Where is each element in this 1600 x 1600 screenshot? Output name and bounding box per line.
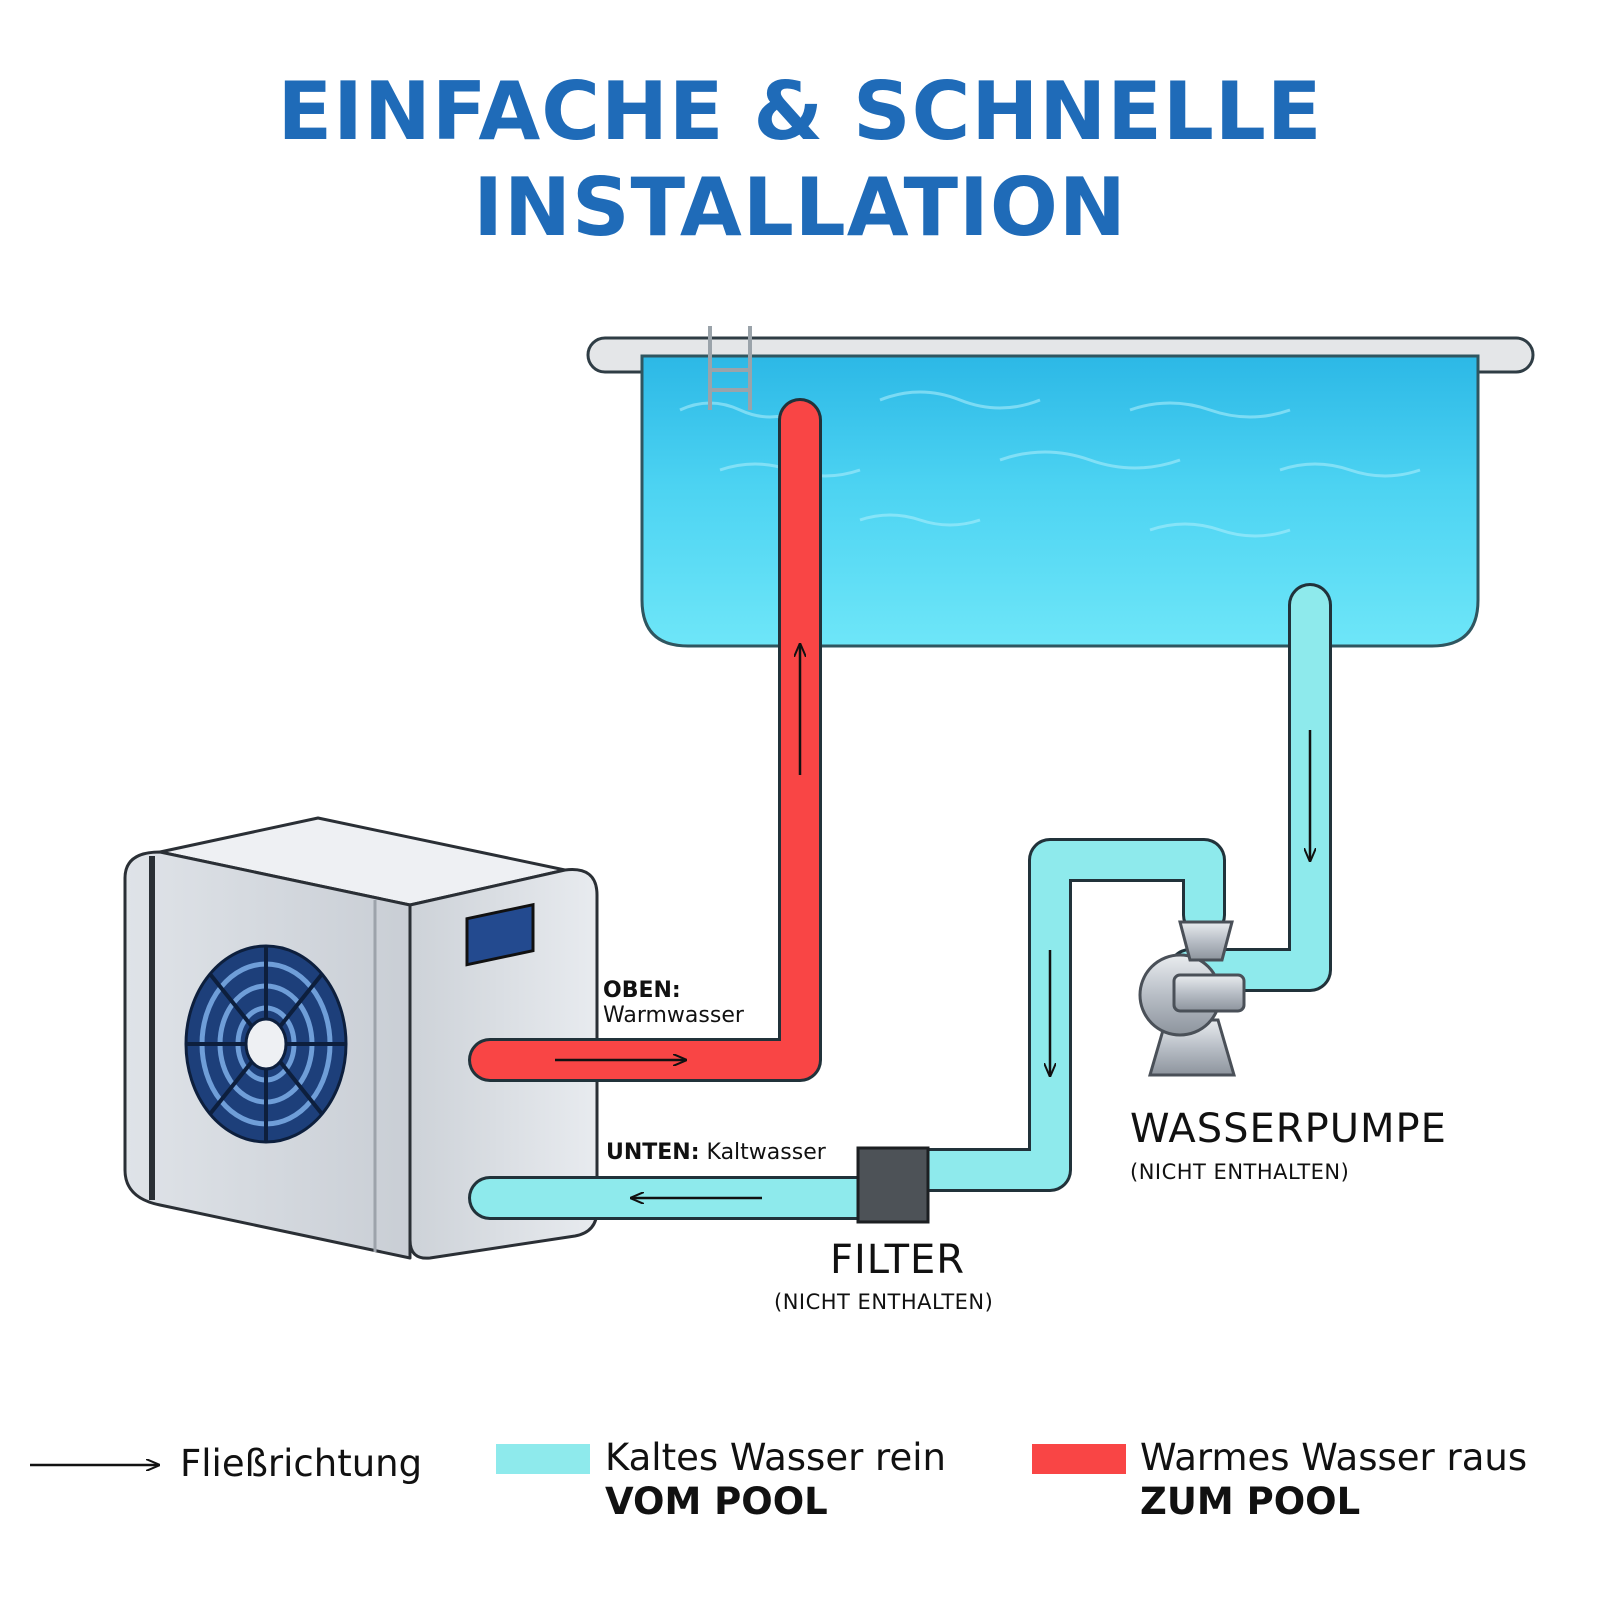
filter-box xyxy=(856,1146,930,1224)
label-pump-note: (NICHT ENTHALTEN) xyxy=(1130,1160,1350,1184)
legend-cold-line2: VOM POOL xyxy=(605,1480,828,1523)
pool-ladder xyxy=(708,326,752,410)
label-bottom: UNTEN: Kaltwasser xyxy=(606,1140,826,1165)
label-bottom-bold: UNTEN: xyxy=(606,1140,700,1165)
label-pump: WASSERPUMPE xyxy=(1130,1106,1447,1152)
label-top-bold: OBEN: xyxy=(603,978,681,1003)
legend-cold-line1: Kaltes Wasser rein xyxy=(605,1436,946,1479)
heat-pump-unit xyxy=(123,816,599,1260)
legend-cold-swatch xyxy=(496,1444,590,1474)
control-display xyxy=(465,902,535,967)
page-title-line-1: EINFACHE & SCHNELLE xyxy=(277,65,1323,158)
label-bottom-text: Kaltwasser xyxy=(706,1140,826,1165)
pool xyxy=(586,326,1535,648)
legend-warm-line2: ZUM POOL xyxy=(1140,1480,1361,1523)
page-title-line-2: INSTALLATION xyxy=(473,161,1127,254)
water-pump xyxy=(1138,920,1246,1077)
legend-flow-label: Fließrichtung xyxy=(180,1442,423,1485)
label-top-text: Warmwasser xyxy=(603,1003,744,1028)
fan-grill xyxy=(184,944,348,1144)
label-filter-note: (NICHT ENTHALTEN) xyxy=(774,1290,994,1314)
flow-arrows xyxy=(555,645,1310,1198)
label-filter: FILTER xyxy=(830,1237,966,1283)
legend-warm-line1: Warmes Wasser raus xyxy=(1140,1436,1528,1479)
legend-warm-swatch xyxy=(1032,1444,1126,1474)
label-top: OBEN: Warmwasser xyxy=(603,978,744,1028)
